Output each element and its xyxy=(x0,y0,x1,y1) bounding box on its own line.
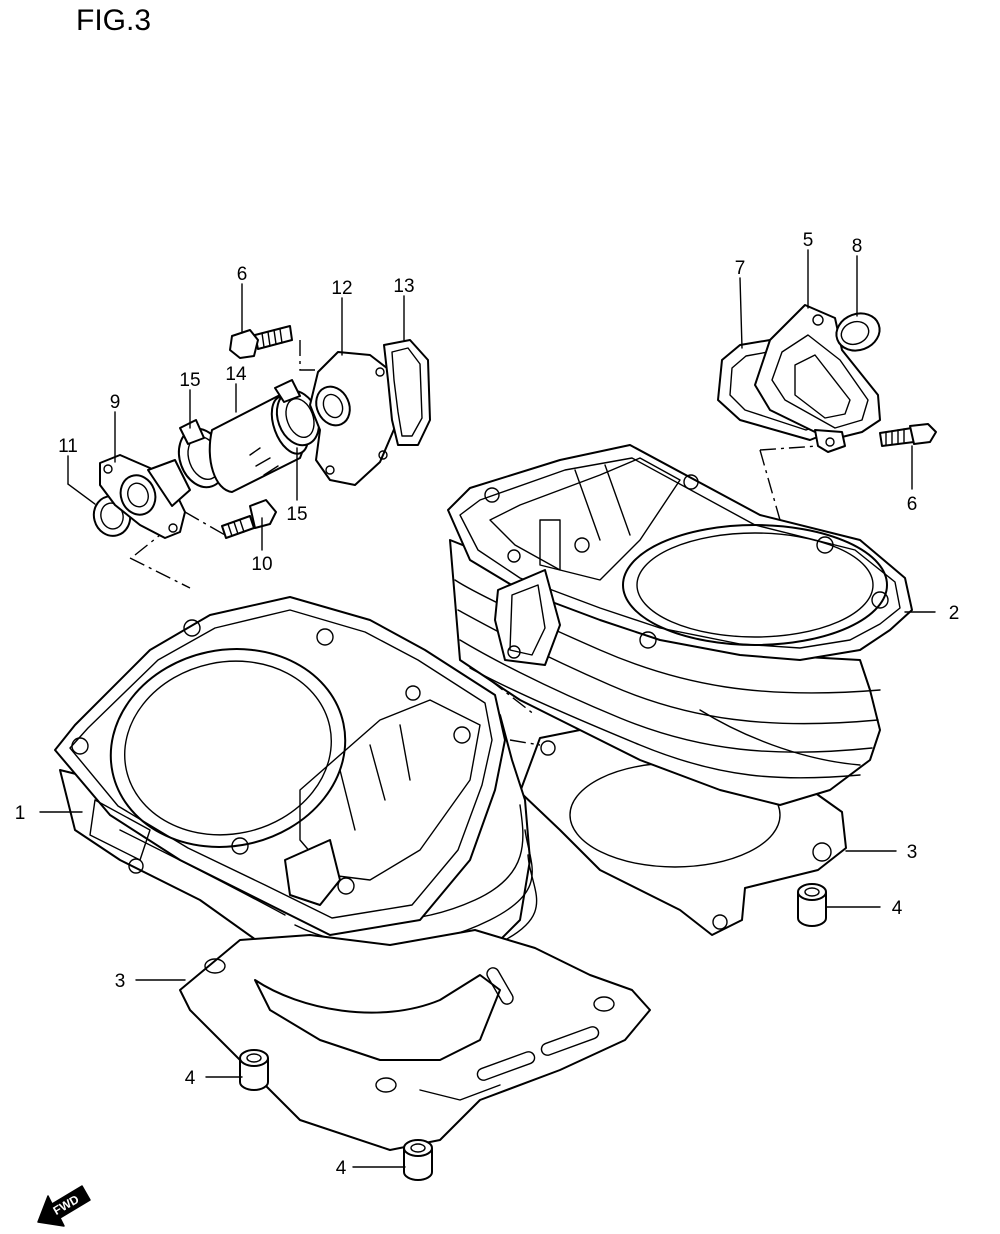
callout-7: 7 xyxy=(735,258,746,279)
front-base-gasket xyxy=(179,929,651,1151)
callout-3-left: 3 xyxy=(115,971,126,992)
callout-14: 14 xyxy=(225,364,247,385)
hose-clamp-right xyxy=(274,379,321,447)
callout-9: 9 xyxy=(110,392,121,413)
callout-6-upper: 6 xyxy=(237,264,248,285)
callout-15-lower: 15 xyxy=(286,504,307,525)
upper-bolt xyxy=(229,325,293,359)
callout-15-upper: 15 xyxy=(179,370,200,391)
callout-1: 1 xyxy=(15,803,26,824)
rear-cylinder xyxy=(447,444,913,806)
dowel-pin-right xyxy=(797,883,827,927)
fitting-gasket xyxy=(383,339,431,446)
callout-5: 5 xyxy=(803,230,814,251)
callout-10: 10 xyxy=(251,554,272,575)
callout-12: 12 xyxy=(331,278,352,299)
front-bolt xyxy=(221,499,277,539)
forward-arrow-icon: FWD xyxy=(37,1185,91,1227)
water-outlet-fitting xyxy=(309,351,403,486)
front-intake-cover xyxy=(99,454,191,539)
front-cylinder xyxy=(54,596,538,991)
rear-o-ring xyxy=(835,312,881,352)
callout-8: 8 xyxy=(852,236,863,257)
dowel-pin-middle xyxy=(239,1049,269,1091)
callout-2: 2 xyxy=(949,603,960,624)
callout-3-right: 3 xyxy=(907,842,918,863)
callout-4-right: 4 xyxy=(892,898,903,919)
rear-bolt xyxy=(879,423,937,447)
figure-title: FIG.3 xyxy=(76,4,152,37)
callout-4-bottom: 4 xyxy=(336,1158,347,1179)
rear-intake-cover xyxy=(754,304,881,453)
callout-4-middle: 4 xyxy=(185,1068,196,1089)
callout-6-right: 6 xyxy=(907,494,918,515)
callout-13: 13 xyxy=(393,276,414,297)
dowel-pin-bottom xyxy=(403,1139,433,1181)
callout-11: 11 xyxy=(58,436,78,457)
